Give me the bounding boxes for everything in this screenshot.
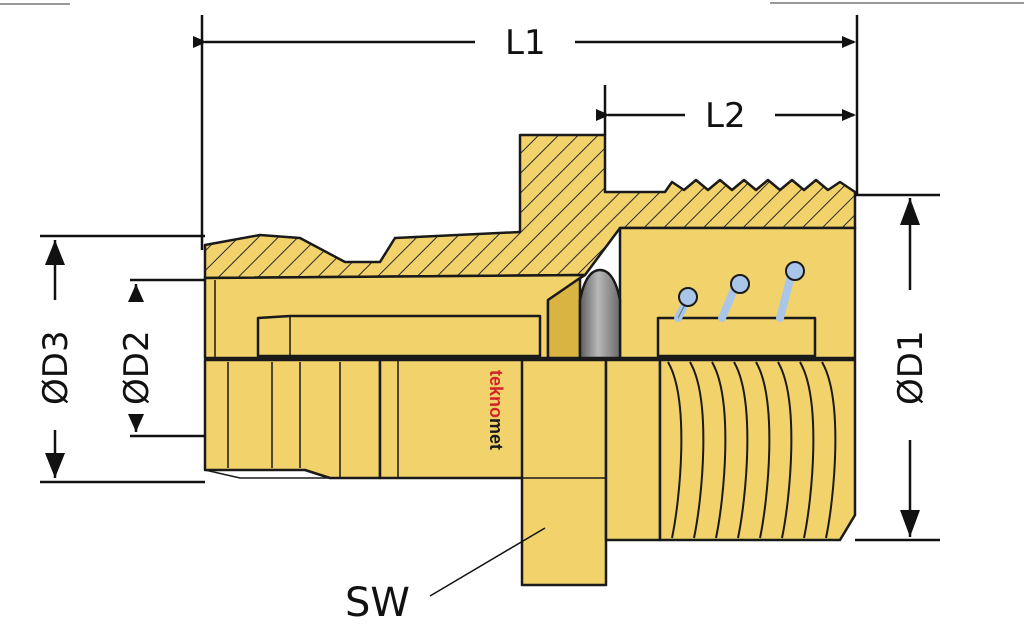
- brand-logo: tekno met: [486, 370, 506, 450]
- label-l2: L2: [705, 96, 746, 136]
- coupling-body-lower: [203, 358, 662, 587]
- label-d2: ØD2: [117, 330, 157, 405]
- spring: [674, 261, 805, 322]
- coupling-section-upper: [203, 133, 857, 360]
- label-d1: ØD1: [891, 330, 931, 405]
- brand-text-part1: tekno: [486, 370, 506, 418]
- label-d3: ØD3: [36, 330, 76, 405]
- thread-lower: [658, 358, 857, 542]
- label-sw: SW: [345, 580, 410, 626]
- brand-text-part2: met: [486, 418, 506, 450]
- dimension-arrowheads: [45, 198, 920, 537]
- label-l1: L1: [505, 23, 546, 63]
- locking-ball: [578, 268, 622, 360]
